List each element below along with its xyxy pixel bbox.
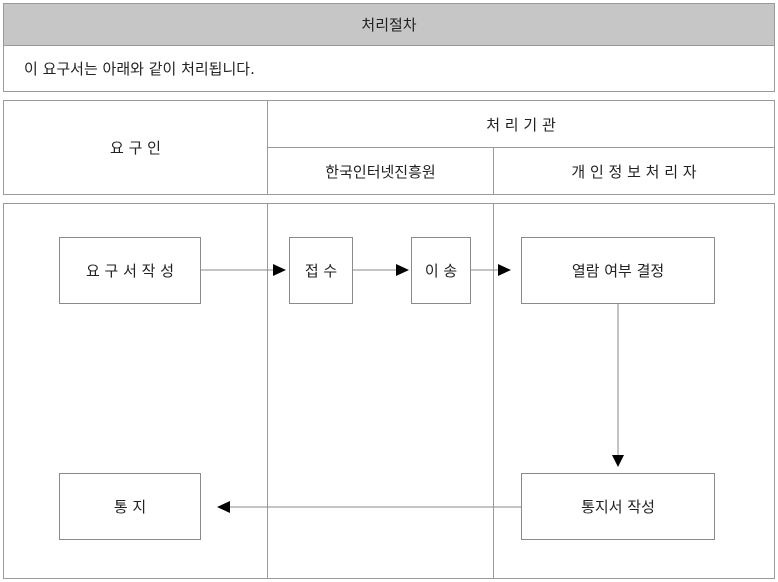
header-table: 요 구 인 처 리 기 관 한국인터넷진흥원 개 인 정 보 처 리 자: [3, 100, 775, 195]
arrowhead-to-transfer: [396, 264, 409, 276]
box-write-request-label: 요 구 서 작 성: [85, 262, 175, 280]
box-write-request: 요 구 서 작 성: [59, 237, 201, 304]
box-transfer-label: 이 송: [424, 262, 458, 280]
header-kisa-label: 한국인터넷진흥원: [325, 162, 436, 181]
flow-area: [3, 203, 775, 579]
box-write-notice: 통지서 작성: [521, 473, 715, 540]
box-receive: 접 수: [289, 237, 353, 304]
flow-column-divider-2: [493, 204, 494, 578]
flow-column-divider-1: [267, 204, 268, 578]
header-divider-vertical-2: [493, 147, 494, 194]
header-data-handler: 개 인 정 보 처 리 자: [494, 148, 774, 194]
header-kisa: 한국인터넷진흥원: [268, 148, 493, 194]
header-requester: 요 구 인: [4, 101, 267, 194]
box-notify: 통 지: [59, 473, 201, 540]
description-text: 이 요구서는 아래와 같이 처리됩니다.: [24, 59, 255, 78]
box-receive-label: 접 수: [304, 262, 338, 280]
arrowhead-to-notify: [217, 501, 230, 513]
box-decide: 열람 여부 결정: [521, 237, 715, 304]
arrowhead-to-notice: [612, 455, 624, 467]
arrowhead-to-receive: [273, 264, 286, 276]
description-box: 이 요구서는 아래와 같이 처리됩니다.: [3, 45, 775, 92]
box-transfer: 이 송: [411, 237, 471, 304]
page-title-text: 처리절차: [361, 16, 417, 34]
box-decide-label: 열람 여부 결정: [571, 262, 665, 280]
header-processing-org-label: 처 리 기 관: [486, 115, 556, 134]
page-title: 처리절차: [3, 3, 775, 46]
box-write-notice-label: 통지서 작성: [581, 498, 655, 516]
header-processing-org: 처 리 기 관: [268, 101, 774, 147]
header-data-handler-label: 개 인 정 보 처 리 자: [571, 162, 697, 181]
arrowhead-to-decide: [498, 264, 511, 276]
header-requester-label: 요 구 인: [110, 139, 161, 157]
box-notify-label: 통 지: [113, 498, 147, 516]
header-divider-horizontal: [267, 147, 774, 148]
